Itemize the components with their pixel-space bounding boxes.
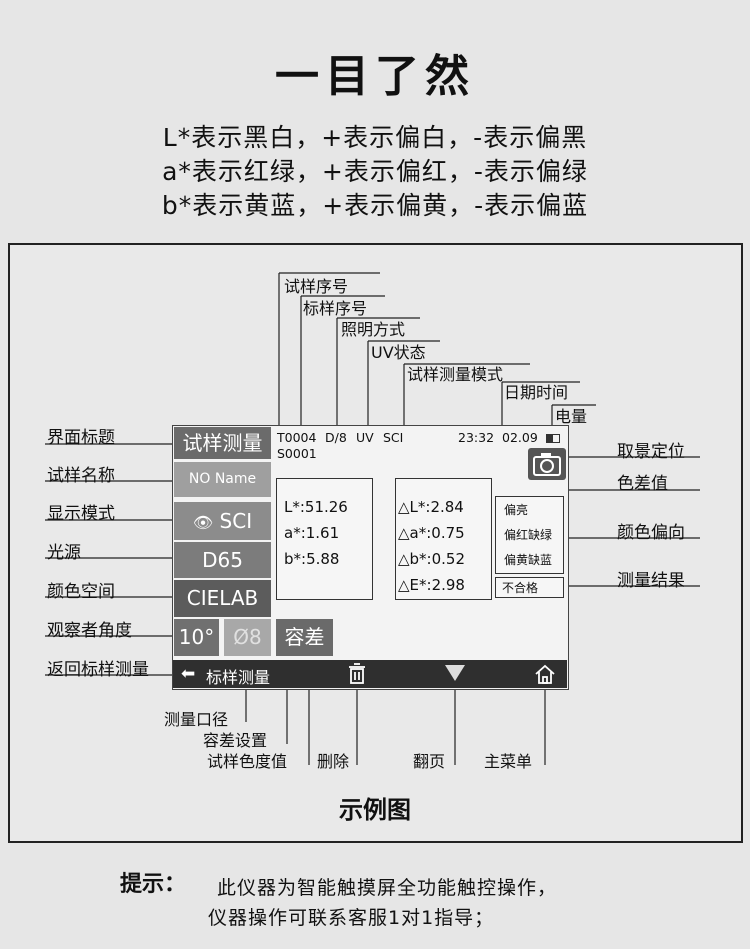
uv-status: UV [356, 430, 374, 445]
label-page: 翻页 [413, 752, 446, 771]
legend-line-l: L*表示黑白，+表示偏白，-表示偏黑 [162, 123, 588, 152]
label-sample-name: 试样名称 [47, 466, 115, 486]
label-delete: 删除 [317, 752, 350, 771]
delta-e-value: △E*:2.98 [398, 576, 465, 594]
bottom-toolbar [173, 660, 567, 688]
result-value: 不合格 [502, 581, 539, 595]
label-sample-id: 试样序号 [284, 277, 349, 296]
delta-a-value: △a*:0.75 [398, 524, 465, 542]
home-icon[interactable] [533, 663, 557, 685]
legend-line-a: a*表示红绿，+表示偏红，-表示偏绿 [162, 157, 588, 186]
battery-icon [546, 434, 560, 443]
label-light-source: 光源 [47, 543, 81, 563]
label-standard-id: 标样序号 [303, 299, 368, 318]
interface-title: 试样测量 [174, 427, 271, 459]
tip-line-1: 此仪器为智能触摸屏全功能触控操作， [217, 877, 558, 899]
label-display-mode: 显示模式 [47, 504, 115, 524]
label-color-difference: 色差值 [617, 474, 668, 494]
label-datetime: 日期时间 [504, 383, 569, 402]
illumination-mode: D/8 [325, 430, 347, 445]
figure-caption: 示例图 [339, 796, 411, 824]
color-difference-box [395, 478, 492, 600]
display-mode-button[interactable]: 👁 SCI [174, 502, 271, 540]
color-bias-box [495, 496, 564, 574]
sample-color-values [276, 478, 373, 600]
label-illumination: 照明方式 [341, 320, 406, 339]
sample-name-button[interactable]: NO Name [174, 462, 271, 497]
aperture-button[interactable]: Ø8 [224, 619, 271, 656]
tip-heading: 提示： [120, 872, 187, 897]
camera-glyph [533, 453, 561, 476]
observer-angle-button[interactable]: 10° [174, 619, 219, 656]
standard-id: S0001 [277, 446, 317, 461]
label-color-bias: 颜色偏向 [617, 523, 685, 543]
back-arrow-icon[interactable]: ⬅ [181, 664, 196, 684]
label-color-space: 颜色空间 [47, 582, 115, 602]
result-box [495, 577, 564, 598]
label-back-standard: 返回标样测量 [47, 660, 149, 680]
sample-id: T0004 [277, 430, 317, 445]
tip-line-2: 仪器操作可联系客服1对1指导； [208, 907, 495, 929]
a-value: a*:1.61 [284, 524, 340, 542]
label-observer-angle: 观察者角度 [47, 621, 132, 641]
light-source-button[interactable]: D65 [174, 542, 271, 578]
label-aperture: 测量口径 [164, 710, 229, 729]
label-measure-mode: 试样测量模式 [407, 365, 504, 384]
label-interface-title: 界面标题 [47, 428, 115, 448]
label-tolerance: 容差设置 [203, 731, 268, 750]
trash-icon[interactable] [347, 663, 367, 685]
bias-lightness: 偏亮 [504, 503, 529, 517]
display-mode-label: SCI [219, 509, 253, 533]
bias-yellow-blue: 偏黄缺蓝 [504, 553, 553, 567]
delta-b-value: △b*:0.52 [398, 550, 466, 568]
camera-icon[interactable] [528, 448, 566, 480]
label-sample-values: 试样色度值 [207, 752, 288, 771]
back-to-standard-button[interactable]: 标样测量 [206, 668, 271, 687]
color-space-button[interactable]: CIELAB [174, 580, 271, 617]
label-viewfinder: 取景定位 [617, 442, 685, 462]
label-uv: UV状态 [371, 343, 426, 362]
time: 23:32 [458, 430, 495, 445]
label-result: 测量结果 [617, 571, 685, 591]
page-down-icon[interactable] [443, 663, 467, 683]
l-value: L*:51.26 [284, 498, 348, 516]
label-battery: 电量 [555, 407, 588, 426]
date: 02.09 [502, 430, 538, 445]
legend-line-b: b*表示黄蓝，+表示偏黄，-表示偏蓝 [161, 191, 589, 220]
eye-icon: 👁 [192, 513, 214, 532]
measure-mode: SCI [383, 430, 404, 445]
page-title: 一目了然 [275, 51, 475, 102]
delta-l-value: △L*:2.84 [398, 498, 464, 516]
b-value: b*:5.88 [284, 550, 340, 568]
tolerance-button[interactable]: 容差 [276, 619, 333, 656]
bias-red-green: 偏红缺绿 [504, 528, 553, 542]
label-main-menu: 主菜单 [484, 752, 533, 771]
